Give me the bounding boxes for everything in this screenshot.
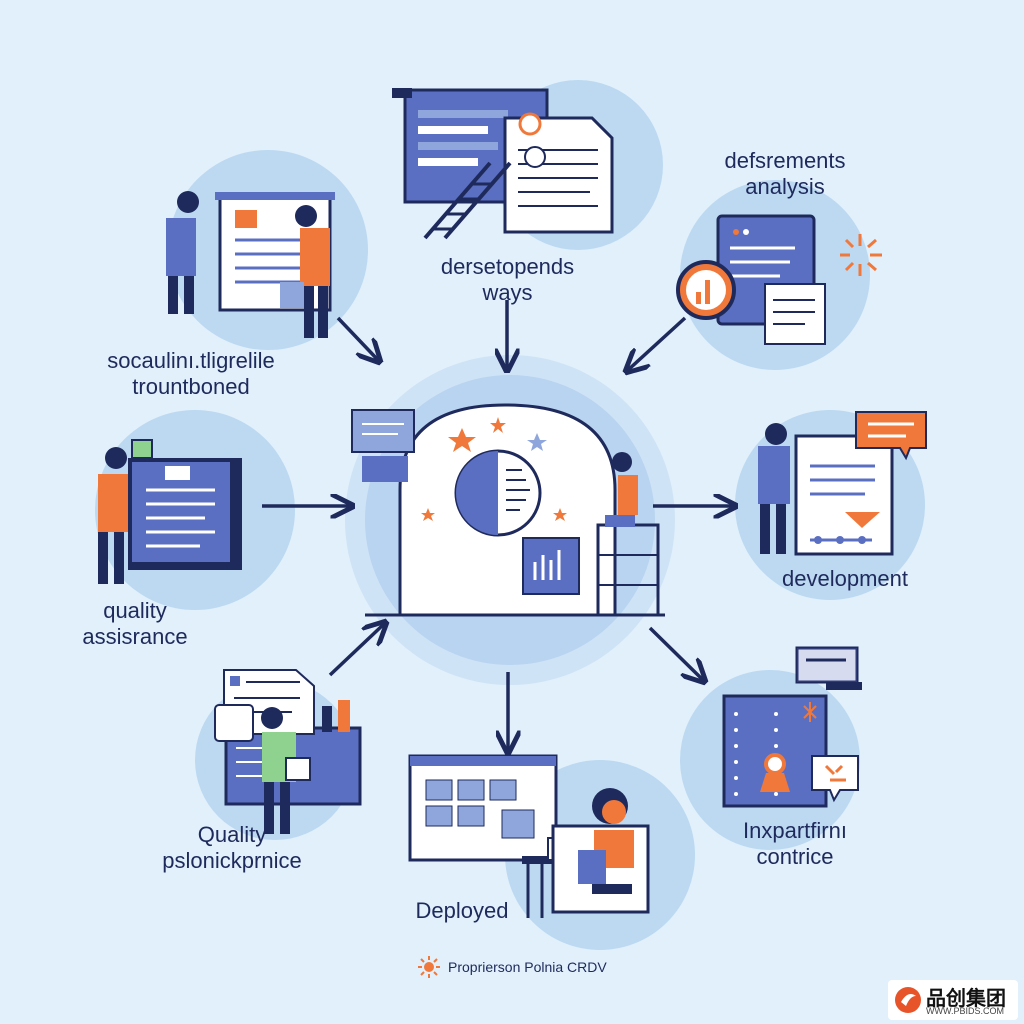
arrow-top-left [336, 316, 378, 360]
left-illustration [98, 439, 242, 584]
label-right: development [782, 566, 908, 591]
arrows [262, 300, 733, 750]
bottom-left-illustration [214, 669, 362, 834]
watermark-main: 品创集团 [926, 988, 1006, 1010]
footer: Proprierson Polnia CRDV [418, 956, 678, 978]
label-top-left: socaulinı.tligrelile trountboned [107, 348, 275, 399]
sun-icon [418, 956, 440, 978]
top-left-illustration [166, 191, 335, 338]
central-hub [345, 355, 675, 685]
arrow-bottom-right [648, 626, 703, 680]
label-left: quality assisrance [82, 598, 188, 649]
label-top-right: defsrements analysis [724, 148, 846, 199]
top-illustration [392, 88, 614, 240]
label-bottom-right: Inxpartfirnı contrice [743, 818, 847, 869]
arrow-bottom-left [328, 624, 384, 677]
arrow-top-right [628, 316, 687, 370]
footer-text: Proprierson Polnia CRDV [448, 959, 607, 975]
label-bottom-left: Quality pslonickprnice [162, 822, 302, 873]
label-top: dersetopends ways [440, 254, 575, 305]
label-bottom: Deployed [415, 898, 509, 923]
bottom-right-illustration [722, 646, 862, 808]
watermark: 品创集团 WWW.PBIDS.COM [888, 980, 1018, 1020]
bottom-illustration [408, 754, 650, 918]
brand-logo-icon [895, 987, 921, 1013]
top-right-illustration [676, 214, 882, 345]
right-illustration [758, 411, 927, 556]
watermark-sub: WWW.PBIDS.COM [926, 1006, 1004, 1016]
